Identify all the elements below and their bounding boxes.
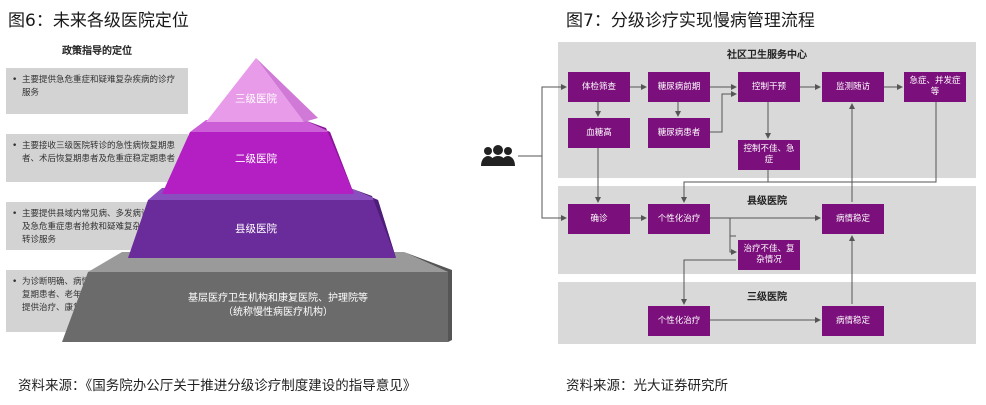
pyramid-label-tier3: 三级医院 — [235, 93, 277, 105]
policy-box-tier2: 主要接收三级医院转诊的急性病恢复期患者、术后恢复期患者及危重症稳定期患者 — [6, 134, 188, 182]
pyramid-label-county: 县级医院 — [235, 223, 277, 235]
pyramid-tier2-side — [304, 120, 354, 194]
fig7-title: 图7：分级诊疗实现慢病管理流程 — [566, 11, 815, 31]
fig6-title: 图6：未来各级医院定位 — [8, 11, 189, 31]
node-personal-tier3: 个性化治疗 — [648, 306, 710, 336]
pyramid-tier2-front — [162, 132, 354, 194]
node-exam: 体检筛查 — [568, 72, 630, 102]
node-diabetic: 糖尿病患者 — [648, 118, 710, 148]
node-monitor: 监测随访 — [822, 72, 884, 102]
policy-text-tier2: 主要接收三级医院转诊的急性病恢复期患者、术后恢复期患者及危重症稳定期患者 — [22, 141, 176, 164]
band-title-tier3: 三级医院 — [747, 292, 787, 303]
band-title-community: 社区卫生服务中心 — [727, 50, 807, 61]
node-diagnose: 确诊 — [568, 204, 630, 234]
node-control: 控制干预 — [738, 72, 800, 102]
fig6-source: 资料来源：《国务院办公厅关于推进分级诊疗制度建设的指导意见》 — [18, 378, 417, 394]
pyramid-label-base-line1: 基层医疗卫生机构和康复医院、护理院等 — [188, 293, 368, 304]
pyramid-tier2-top — [190, 120, 330, 132]
node-prediabetes: 糖尿病前期 — [648, 72, 710, 102]
node-acute: 急症、并发症等 — [904, 72, 966, 102]
pyramid-tier3-side — [256, 58, 318, 122]
policy-heading: 政策指导的定位 — [62, 46, 132, 57]
policy-text-tier3: 主要提供急危重症和疑难复杂疾病的诊疗服务 — [22, 75, 176, 98]
node-stable-county: 病情稳定 — [822, 204, 884, 234]
policy-text-county: 主要提供县域内常见病、多发病诊疗，以及急危重症患者抢救和疑难复杂疾病向上转诊服务 — [22, 209, 176, 245]
policy-box-tier3: 主要提供急危重症和疑难复杂疾病的诊疗服务 — [6, 68, 188, 114]
pyramid-label-tier2: 二级医院 — [235, 153, 277, 165]
node-uncontrolled: 控制不佳、急症 — [738, 140, 800, 170]
band-tier3 — [558, 282, 976, 344]
node-hyperglycemia: 血糖高 — [568, 118, 630, 148]
node-stable-tier3: 病情稳定 — [822, 306, 884, 336]
band-title-county: 县级医院 — [747, 196, 787, 207]
pyramid-base-front — [62, 272, 448, 342]
node-personal-county: 个性化治疗 — [648, 204, 710, 234]
pyramid-label-base-line2: （统称慢性病医疗机构） — [223, 307, 333, 318]
pyramid-county-front — [128, 200, 396, 258]
people-group-icon — [481, 145, 515, 166]
fig7-source: 资料来源：光大证券研究所 — [566, 378, 728, 394]
pyramid-tier3-front — [206, 58, 304, 122]
node-poor-complex: 治疗不佳、复杂情况 — [738, 240, 800, 270]
pyramid-label-base: 基层医疗卫生机构和康复医院、护理院等 （统称慢性病医疗机构） — [148, 292, 408, 320]
